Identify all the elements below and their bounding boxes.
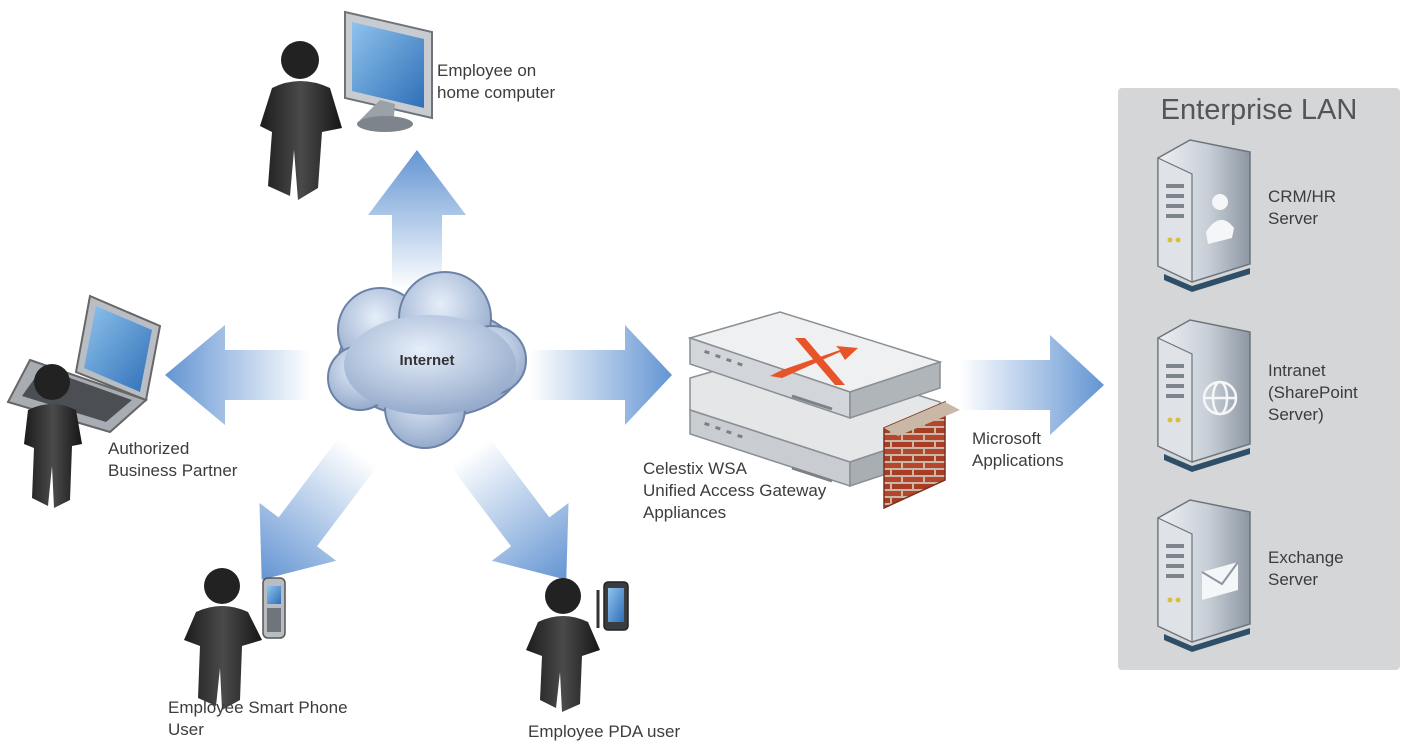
arrow-down-right	[450, 437, 569, 580]
server-icon-crm	[1157, 139, 1251, 292]
server-icon-intranet	[1157, 319, 1251, 472]
person-icon	[184, 568, 262, 710]
arrow-right-gateway	[530, 325, 672, 425]
arrow-up	[368, 150, 466, 290]
smartphone-user-group	[184, 568, 286, 710]
partner-user-group	[6, 294, 162, 508]
home-user-group	[260, 10, 433, 200]
internet-label: Internet	[399, 352, 455, 369]
pda-user-label: Employee PDA user	[528, 722, 681, 741]
monitor-icon	[344, 10, 433, 132]
mail-icon	[1201, 561, 1239, 600]
person-icon	[24, 364, 82, 508]
internet-cloud-icon	[327, 271, 527, 449]
phone-icon	[262, 577, 286, 639]
person-icon	[526, 578, 600, 712]
gateway-appliance-icon	[687, 311, 943, 488]
arrow-left	[165, 325, 310, 425]
person-icon	[260, 41, 342, 200]
arrow-down-left	[259, 437, 378, 580]
pda-user-group	[526, 578, 629, 712]
x-mark-icon	[770, 338, 858, 385]
globe-icon	[1202, 380, 1238, 416]
pda-icon	[596, 581, 629, 631]
firewall-icon	[883, 400, 960, 510]
arrow-right-lan	[960, 335, 1104, 435]
person-icon	[1206, 194, 1234, 244]
server-icon-exchange	[1157, 499, 1251, 652]
enterprise-lan-title: Enterprise LAN	[1160, 94, 1358, 126]
